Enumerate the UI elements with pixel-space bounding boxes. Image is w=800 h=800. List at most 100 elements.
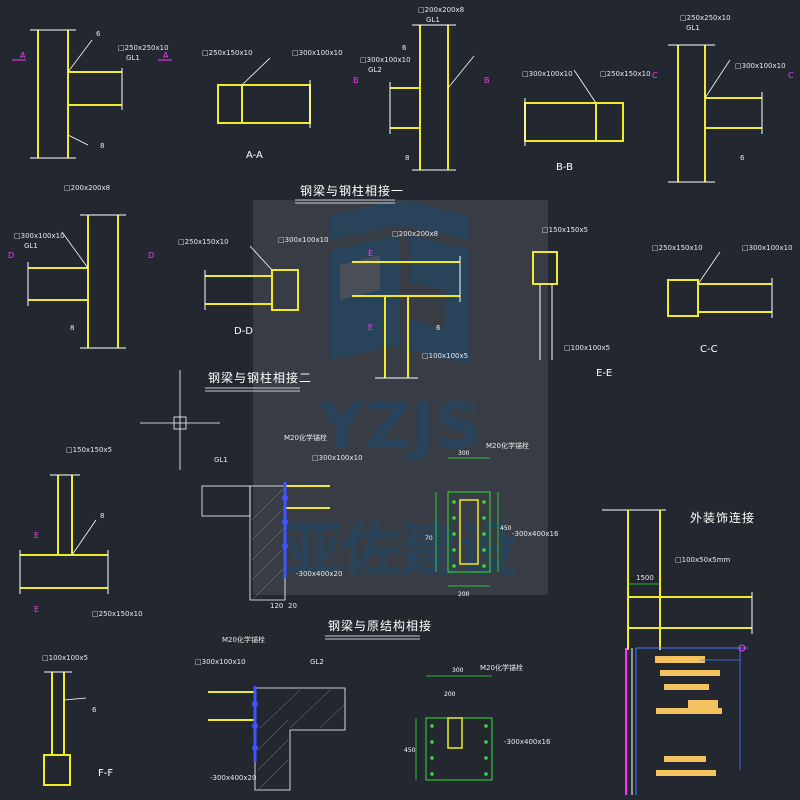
label-member-ff1: □100x100x5 (42, 654, 88, 662)
label-member-e3: □150x150x5 (66, 446, 112, 454)
label-weld-c1: 6 (740, 154, 745, 162)
crosshair-icon (140, 370, 220, 470)
marker-e-lower-top: E (34, 531, 39, 540)
label-gl-d1: GL1 (24, 242, 38, 250)
marker-a-right: A (163, 51, 169, 60)
section-cc: □250x150x10 □300x100x10 C-C (652, 244, 793, 355)
marker-d-left: D (8, 251, 14, 260)
label-plate-two: -300x400x16 (512, 530, 559, 538)
detail-column-a: A A □250x250x10 GL1 6 8 (12, 29, 172, 159)
detail-column-e: □200x200x8 □100x100x5 E E 6 (352, 230, 468, 379)
label-dim-1500: 1500 (636, 574, 654, 582)
label-member-e2: □100x100x5 (422, 352, 468, 360)
label-dim-20-a: 20 (288, 602, 297, 610)
label-member-cc2: □300x100x10 (742, 244, 793, 252)
detail-column-b: □200x200x8 GL1 □300x100x10 GL2 B B 6 8 (353, 6, 490, 171)
detail-column-e-lower: □150x150x5 E E □250x150x10 8 (19, 446, 143, 618)
decoration-panel-icon (655, 656, 722, 776)
label-dim-70-a: 70 (425, 535, 433, 542)
marker-e-bottom: E (368, 323, 373, 332)
label-anchor-two: M20化学锚栓 (486, 441, 529, 450)
label-member-d2: □300x100x10 (14, 232, 65, 240)
title-connection-one: 钢梁与钢柱相接一 (300, 183, 404, 198)
watermark: YZJS 亚佐建设 (253, 200, 548, 595)
label-gl-b2: GL2 (368, 66, 382, 74)
label-weld-d1: 8 (70, 324, 74, 332)
label-weld-a1: 6 (96, 30, 101, 38)
label-member-d1: □200x200x8 (64, 184, 110, 192)
label-dim-120-a: 120 (270, 602, 283, 610)
label-weld-ff1: 6 (92, 706, 97, 714)
label-gl-a1: GL1 (126, 54, 140, 62)
label-section-cc: C-C (700, 344, 718, 355)
label-plate-four: -300x400x16 (504, 738, 551, 746)
label-member-c2: □300x100x10 (735, 62, 786, 70)
label-member-wall1: □300x100x10 (312, 454, 363, 462)
label-gl-c1: GL1 (686, 24, 700, 32)
label-plate-one: -300x400x20 (296, 570, 342, 578)
label-member-aa2: □300x100x10 (292, 49, 343, 57)
label-weld-e2: 8 (100, 512, 104, 520)
label-dim-450-b: 450 (404, 747, 416, 754)
section-bb: □300x100x10 □250x150x10 B-B (522, 69, 651, 173)
title-connection-two: 钢梁与钢柱相接二 (208, 370, 312, 385)
watermark-logo-text: YZJS (318, 390, 482, 464)
detail-plate-elevation-two: 300 450 200 M20化学锚栓 -300x400x16 (404, 663, 551, 781)
section-dd: □250x150x10 □300x100x10 D-D (178, 236, 329, 337)
watermark-panel (253, 200, 548, 595)
section-aa: □250x150x10 □300x100x10 A-A (202, 49, 343, 161)
label-member-a1: □250x250x10 (118, 44, 169, 52)
title-external-cantilever: 外装饰连接 (690, 510, 755, 525)
label-dim-300-b: 300 (452, 667, 464, 674)
detail-column-d: □200x200x8 □300x100x10 GL1 D D 8 (8, 184, 154, 349)
label-dim-300-a: 300 (458, 450, 470, 457)
label-anchor-one: M20化学锚栓 (284, 433, 327, 442)
label-member-b1: □200x200x8 (418, 6, 464, 14)
anchor-bolt-icon (252, 701, 258, 751)
label-section-bb: B-B (556, 162, 573, 173)
label-weld-b2: 8 (405, 154, 409, 162)
marker-e-top: E (368, 249, 373, 258)
watermark-logo-icon (330, 200, 470, 365)
label-member-bb1: □300x100x10 (522, 70, 573, 78)
label-dim-450-a: 450 (500, 525, 512, 532)
label-member-bb2: □250x150x10 (600, 70, 651, 78)
label-member-aa1: □250x150x10 (202, 49, 253, 57)
label-member-dd2: □300x100x10 (278, 236, 329, 244)
detail-column-c: □250x250x10 GL1 □300x100x10 C C 6 (652, 14, 794, 183)
label-dim-200-a: 200 (458, 591, 470, 598)
title-original-structure: 钢梁与原结构相接 (328, 618, 432, 633)
bolt-pattern-icon (430, 724, 488, 776)
label-weld-a2: 8 (100, 142, 104, 150)
marker-a-left: A (20, 51, 26, 60)
label-anchor-three: M20化学锚栓 (222, 635, 265, 644)
label-member-c1: □250x250x10 (680, 14, 731, 22)
detail-wall-plate-one: M20化学锚栓 □300x100x10 -300x400x20 120 20 G… (201, 433, 363, 610)
label-anchor-four: M20化学锚栓 (480, 663, 523, 672)
label-section-aa: A-A (246, 150, 263, 161)
detail-external-decoration: 外装饰连接 1500 □100x50x5mm (602, 509, 755, 795)
label-weld-b1: 6 (402, 44, 407, 52)
section-ee: □150x150x5 □100x100x5 E-E (532, 226, 612, 379)
label-member-e1: □200x200x8 (392, 230, 438, 238)
label-section-ff: F-F (98, 768, 113, 779)
label-section-ee: E-E (596, 368, 612, 379)
section-ff: □100x100x5 6 F-F (42, 654, 113, 786)
label-dim-200-b: 200 (444, 691, 456, 698)
label-gl-wall1: GL1 (214, 456, 228, 464)
label-member-ee2: □100x100x5 (564, 344, 610, 352)
label-weld-e1: 6 (436, 324, 441, 332)
label-section-dd: D-D (234, 326, 253, 337)
detail-wall-plate-two: M20化学锚栓 □300x100x10 GL2 -300x400x20 (195, 635, 346, 791)
anchor-bolt-icon (282, 495, 288, 549)
label-member-b2: □300x100x10 (360, 56, 411, 64)
label-member-dd1: □250x150x10 (178, 238, 229, 246)
marker-c-left: C (652, 71, 658, 80)
marker-b-right: B (484, 76, 490, 85)
marker-c-right: C (788, 71, 794, 80)
label-member-wall2: □300x100x10 (195, 658, 246, 666)
label-member-cc1: □250x150x10 (652, 244, 703, 252)
label-member-e4: □250x150x10 (92, 610, 143, 618)
